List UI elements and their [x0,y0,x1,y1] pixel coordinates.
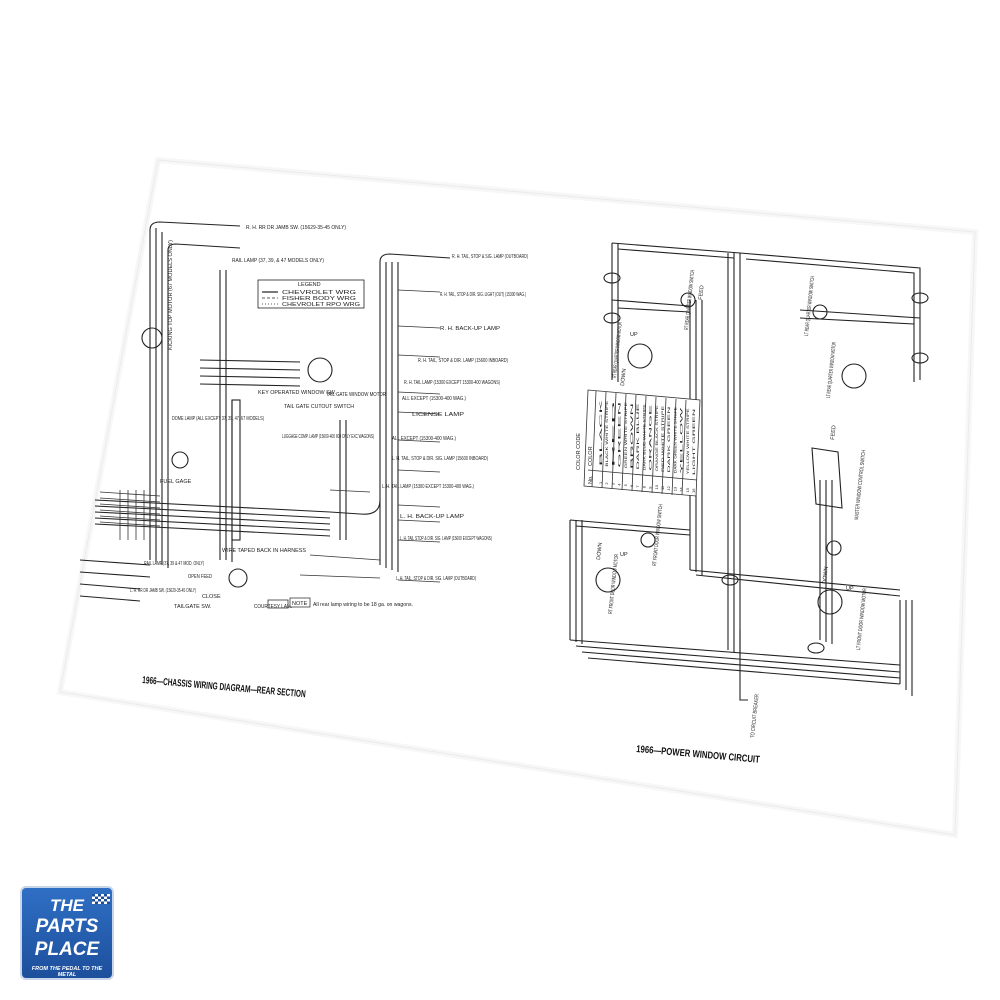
logo-line-1: THE [50,896,84,915]
logo-tagline: FROM THE PEDAL TO THE METAL [31,966,103,978]
label-close: CLOSE [202,594,221,600]
color-code-number: 13 [672,486,677,491]
label-rail-lamp-2: RAIL LAMP (37, 39 & 47 MOD. ONLY) [144,561,204,567]
logo-line-2: PARTS [35,916,99,937]
color-code-number: 4 [617,483,622,486]
color-code-number: 2 [604,482,609,485]
label-rh-backup: R. H. BACK-UP LAMP [440,326,500,332]
color-code-number: 5 [623,483,628,486]
color-code-color: DARK BLUE [635,403,640,470]
color-code-color: ORANGE [648,404,653,471]
label-feed-2: FEED [830,425,838,440]
color-code-rows: 1 BLACK 2 BLACK WHITE STRIPE 3 RED 4 GREEN 5 GREE… [598,398,696,493]
label-to-breaker: TO CIRCUIT BREAKER [750,694,761,738]
label-lh-tail-stop: L. H. TAIL STOP & DIR. SIG. LAMP (15600 … [400,536,492,542]
color-code-color: GREEN [617,401,622,467]
label-lh-tail-inboard: L. H. TAIL, STOP & DIR. SIG. LAMP (15600… [392,456,488,462]
power-window-diagram [569,242,929,701]
color-code-number: 7 [635,485,640,488]
legend: LEGEND CHEVROLET WRG FISHER BODY WRG CHE… [257,279,365,309]
label-luggage-lamp: LUGGAGE COMP. LAMP (15600-400 600 ONLY E… [282,434,374,440]
label-down-1: DOWN [620,368,628,386]
color-code-number: 10 [654,484,659,489]
color-code-number: 1 [598,481,603,484]
color-code-title: COLOR CODE [576,433,582,470]
chassis-wiring-diagram [79,221,451,609]
label-up-2: UP [620,552,628,558]
label-key-window: KEY OPERATED WINDOW SW. [258,390,336,396]
label-lh-rr-jamb: L. H. RR DR JAMB SW. (15629-35-45 ONLY) [130,588,196,594]
checkered-flag-icon [92,894,110,904]
label-lh-tail-lamp: L. H. TAIL LAMP (15300 EXCEPT 15300-400 … [382,484,474,490]
label-rt-quarter-motor: RT REAR QUARTER WINDOW MOTOR [612,322,624,378]
color-code-number: 16 [691,488,696,493]
label-lh-tail-out: L. H. TAIL, STOP & DIR. SIG. LAMP (OUTBO… [396,576,476,582]
color-code-color: GREEN WHITE STRIPE [623,402,628,469]
color-code-number: 14 [679,487,684,492]
label-down-2: DOWN [596,542,604,560]
color-code-color: BROWN [629,403,634,469]
color-code-color: BLACK WHITE STRIPE [604,400,609,466]
the-parts-place-logo: THE PARTS PLACE FROM THE PEDAL TO THE ME… [20,886,114,980]
color-code-color: RED WHITE STRIPE [660,405,665,472]
color-code-color: RED [610,400,615,467]
label-rh-tail-inboard: R. H. TAIL, STOP & DIR. LAMP (15600 INBO… [418,358,508,364]
note-text: All rear lamp wiring to be 18 ga. on wag… [313,602,413,608]
label-rh-dr-jamb: R. H. RR DR JAMB SW. (15629-35-45 ONLY) [246,225,346,231]
color-code-color: DARK BLUE WHITE STRIPE [641,404,646,470]
label-lh-backup: L. H. BACK-UP LAMP [400,514,464,520]
color-code-number: 3 [610,482,615,485]
color-code-color: BLACK [598,398,603,466]
color-code-number: 6 [629,484,634,487]
label-lt-quarter-motor: LT REAR QUARTER WINDOW MOTOR [826,342,838,398]
color-code-header-no: No. [588,475,594,484]
label-kicking-top-motor: KICKING TOP MOTOR (67 MODELS ONLY) [168,240,174,350]
label-feed-1: FEED [698,285,706,300]
label-license-lamp: LICENSE LAMP [412,412,464,418]
color-code-color: ORANGE BLACK STRIPE [654,405,659,471]
label-rh-tail-stop: R. H. TAIL, STOP & DIR. SIG. LIGHT (OUT)… [440,292,526,298]
color-code-number: 15 [685,487,690,492]
color-code-number: 9 [648,486,653,489]
label-tail-gate-cutout: TAIL GATE CUTOUT SWITCH [284,404,354,410]
label-up-1: UP [630,332,638,338]
color-code-table: COLOR CODE No. COLOR 1 BLACK 2 BLACK WHITE … [576,389,701,497]
label-all-except-1: ALL EXCEPT (15300-400 WAG.) [402,396,466,402]
color-code-color: DARK GREEN WHITE STRIPE [672,407,677,473]
legend-item-3: CHEVROLET RPO WRG [282,302,360,308]
label-all-except-2: ALL EXCEPT (15300-400 WAG.) [392,436,456,442]
logo-line-3: PLACE [34,939,100,960]
label-tail-gate-motor: TAIL GATE WINDOW MOTOR [326,392,386,398]
color-code-color: YELLOW [679,407,684,474]
legend-item-2: FISHER BODY WRG [282,296,356,302]
label-up-3: UP [846,586,854,592]
legend-title: LEGEND [298,282,321,288]
label-rail-lamp: RAIL LAMP (37, 39, & 47 MODELS ONLY) [232,258,324,264]
legend-item-1: CHEVROLET WRG [282,290,356,296]
label-fuel-gage: FUEL GAGE [160,479,192,485]
note-tag: NOTE [292,601,308,607]
label-dome-lamp: DOME LAMP (ALL EXCEPT 37, 39, 47, 67 MOD… [172,416,264,422]
color-code-header-color: COLOR [588,446,594,466]
label-wire-taped: WIRE TAPED BACK IN HARNESS [222,548,306,554]
color-code-color: YELLOW WHITE STRIPE [685,408,690,474]
label-down-3: DOWN [822,566,830,584]
color-code-number: 12 [666,485,671,490]
label-tailgate-sw: TAILGATE SW. [174,604,212,610]
color-code-number: 11 [660,485,665,490]
label-rh-tail-top: R. H. TAIL, STOP & SIG. LAMP (OUTBOARD) [452,254,528,260]
color-code-color: LIGHT GREEN [691,409,696,475]
label-rh-tail-lamp: R. H. TAIL LAMP (15300 EXCEPT 15300-400 … [404,380,500,386]
color-code-color: DARK GREEN [666,406,671,472]
label-open-feed: OPEN FEED [188,574,212,580]
label-courtesy: COURTESY LAMP [254,604,294,610]
color-code-number: 8 [641,485,646,488]
